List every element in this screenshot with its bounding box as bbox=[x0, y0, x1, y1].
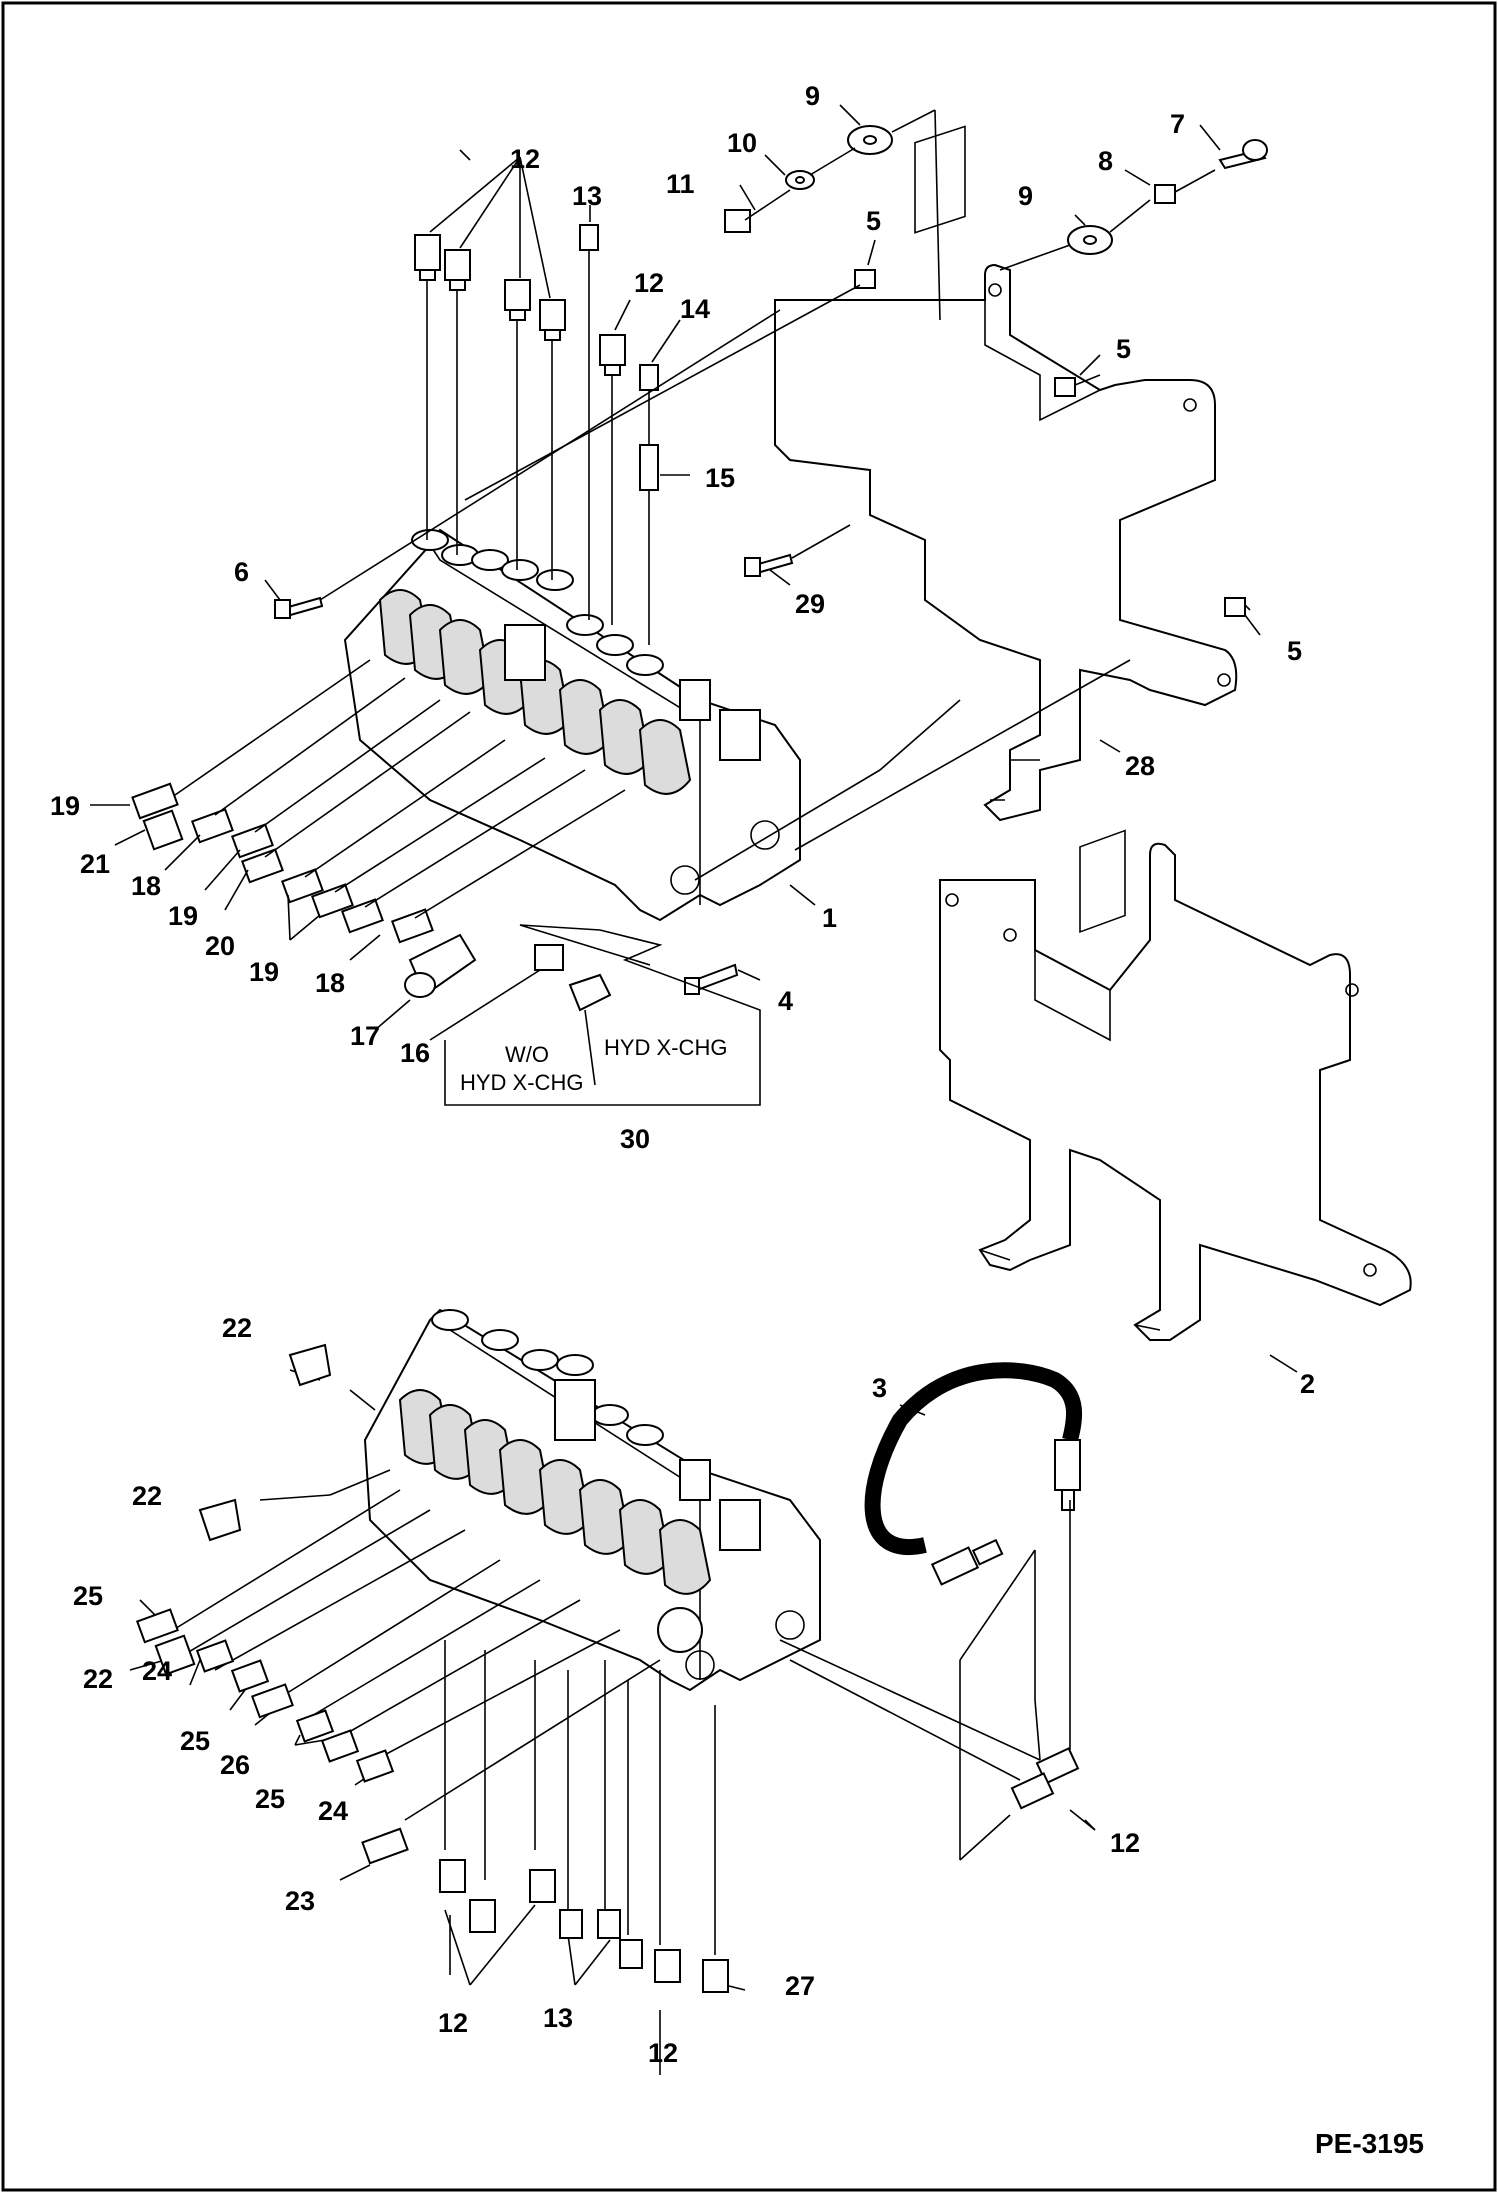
callout-9: 9 bbox=[805, 81, 820, 111]
callout-21: 21 bbox=[80, 849, 110, 879]
option-notes: W/O HYD X-CHG HYD X-CHG bbox=[460, 1035, 727, 1095]
leader-lines-upper bbox=[90, 104, 1298, 1373]
fittings-lower bbox=[135, 1343, 1080, 1993]
callout-13: 13 bbox=[543, 2003, 573, 2033]
callout-13: 13 bbox=[572, 181, 602, 211]
callout-22: 22 bbox=[222, 1313, 252, 1343]
callout-2: 2 bbox=[1300, 1369, 1315, 1399]
callout-12: 12 bbox=[634, 268, 664, 298]
reference-code: PE-3195 bbox=[1315, 2128, 1424, 2159]
callout-17: 17 bbox=[350, 1021, 380, 1051]
callout-5: 5 bbox=[866, 206, 881, 236]
callout-24: 24 bbox=[142, 1656, 172, 1686]
callout-18: 18 bbox=[131, 871, 161, 901]
callout-12: 12 bbox=[510, 144, 540, 174]
callout-25: 25 bbox=[180, 1726, 210, 1756]
fittings-upper bbox=[131, 125, 1268, 1012]
callout-19: 19 bbox=[249, 957, 279, 987]
callout-11: 11 bbox=[666, 169, 695, 199]
callout-22: 22 bbox=[83, 1664, 113, 1694]
callout-12: 12 bbox=[438, 2008, 468, 2038]
callout-1: 1 bbox=[822, 903, 837, 933]
callout-8: 8 bbox=[1098, 146, 1113, 176]
callout-23: 23 bbox=[285, 1886, 315, 1916]
callout-20: 20 bbox=[205, 931, 235, 961]
callout-labels: 12 13 12 14 15 9 10 11 5 7 8 9 5 6 29 5 … bbox=[50, 81, 1315, 2068]
hydraulic-hose bbox=[864, 1362, 1083, 1586]
note-with-hyd-xchg: HYD X-CHG bbox=[604, 1035, 727, 1060]
callout-12: 12 bbox=[1110, 1828, 1140, 1858]
callout-22: 22 bbox=[132, 1481, 162, 1511]
callout-15: 15 bbox=[705, 463, 735, 493]
callout-9: 9 bbox=[1018, 181, 1033, 211]
note-without-line2: HYD X-CHG bbox=[460, 1070, 583, 1095]
callout-25: 25 bbox=[255, 1784, 285, 1814]
note-without-line1: W/O bbox=[505, 1042, 549, 1067]
callout-7: 7 bbox=[1170, 109, 1185, 139]
callout-28: 28 bbox=[1125, 751, 1155, 781]
mounting-bracket-lower bbox=[939, 829, 1412, 1341]
callout-25: 25 bbox=[73, 1581, 103, 1611]
callout-5: 5 bbox=[1287, 636, 1302, 666]
callout-29: 29 bbox=[795, 589, 825, 619]
leader-lines-lower bbox=[129, 1369, 1096, 2075]
callout-19: 19 bbox=[168, 901, 198, 931]
callout-3: 3 bbox=[872, 1373, 887, 1403]
callout-4: 4 bbox=[778, 986, 793, 1016]
callout-16: 16 bbox=[400, 1038, 430, 1068]
callout-10: 10 bbox=[727, 128, 757, 158]
callout-24: 24 bbox=[318, 1796, 348, 1826]
callout-18: 18 bbox=[315, 968, 345, 998]
callout-12: 12 bbox=[648, 2038, 678, 2068]
control-valve-lower bbox=[363, 1308, 821, 1692]
control-valve-upper bbox=[343, 528, 801, 922]
callout-19: 19 bbox=[50, 791, 80, 821]
callout-6: 6 bbox=[234, 557, 249, 587]
callout-26: 26 bbox=[220, 1750, 250, 1780]
callout-5: 5 bbox=[1116, 334, 1131, 364]
mounting-bracket-upper bbox=[774, 125, 1238, 822]
callout-30: 30 bbox=[620, 1124, 650, 1154]
callout-14: 14 bbox=[680, 294, 710, 324]
callout-27: 27 bbox=[785, 1971, 815, 2001]
